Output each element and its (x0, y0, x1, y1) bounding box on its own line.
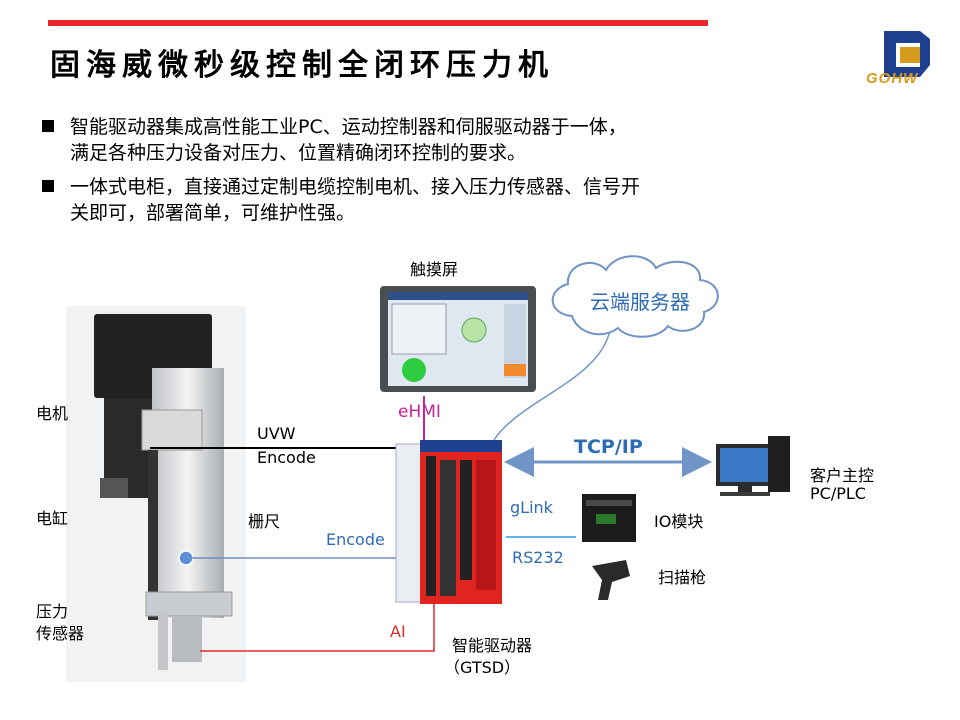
sensor-label-2: 传感器 (36, 624, 85, 643)
tcpip-label: TCP/IP (574, 436, 643, 458)
bullet-1: 智能驱动器集成高性能工业PC、运动控制器和伺服驱动器于一体， 满足各种压力设备对… (42, 114, 627, 166)
bullet-2-line-1: 一体式电柜，直接通过定制电缆控制电机、接入压力传感器、信号开 (70, 176, 641, 198)
touchscreen-image (380, 286, 536, 392)
bullet-2: 一体式电柜，直接通过定制电缆控制电机、接入压力传感器、信号开 关即可，部署简单，… (42, 174, 640, 226)
motor-label: 电机 (36, 404, 69, 423)
io-module-icon (582, 494, 636, 542)
driver-label-1: 智能驱动器 (452, 636, 533, 655)
cylinder-label: 电缸 (36, 509, 69, 528)
bullet-1-line-1: 智能驱动器集成高性能工业PC、运动控制器和伺服驱动器于一体， (70, 116, 627, 138)
bullet-2-line-2: 关即可，部署简单，可维护性强。 (70, 202, 356, 224)
encode-label: Encode (257, 448, 316, 467)
cloud-label: 云端服务器 (590, 290, 690, 314)
electric-cylinder-image (66, 306, 246, 682)
header-accent-bar (48, 20, 708, 26)
ai-cable (200, 604, 435, 652)
encode-2-label: Encode (326, 530, 385, 549)
smart-driver-image (395, 440, 502, 604)
ehmi-label: eHMI (398, 402, 441, 422)
grating-label: 栅尺 (248, 512, 281, 531)
bullet-1-line-2: 满足各种压力设备对压力、位置精确闭环控制的要求。 (70, 142, 527, 164)
host-label-1: 客户主控 (810, 466, 875, 485)
cloud-link (493, 329, 611, 441)
bullet-square-icon (42, 180, 54, 192)
logo-text: GOHW (866, 70, 919, 87)
rs232-label: RS232 (512, 548, 564, 567)
page-title: 固海威微秒级控制全闭环压力机 (50, 48, 554, 83)
gohw-logo-icon (884, 31, 930, 77)
uvw-label: UVW (257, 424, 296, 443)
io-module-label: IO模块 (654, 512, 704, 531)
scanner-icon (592, 560, 630, 600)
scanner-label: 扫描枪 (658, 568, 707, 587)
sensor-label-1: 压力 (36, 602, 69, 621)
driver-label-2: （GTSD） (444, 658, 521, 677)
touchscreen-label: 触摸屏 (410, 260, 459, 279)
host-pc-icon (716, 436, 790, 496)
glink-label: gLink (510, 498, 553, 517)
cloud-server-icon (551, 255, 719, 338)
host-label-2: PC/PLC (810, 484, 866, 503)
ai-label: AI (390, 622, 406, 641)
bullet-square-icon (42, 120, 54, 132)
